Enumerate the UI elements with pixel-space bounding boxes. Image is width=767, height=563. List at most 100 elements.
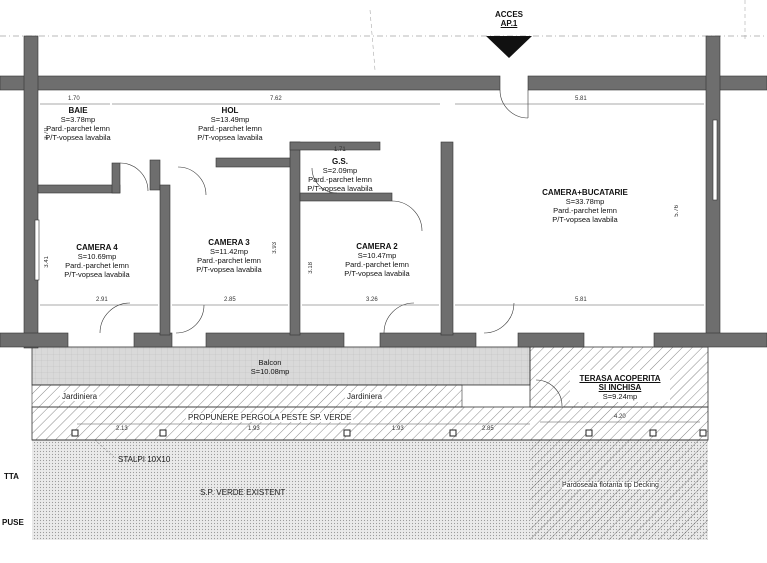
room-walls: P/T-vopsea lavabila xyxy=(552,215,618,224)
room-walls: P/T-vopsea lavabila xyxy=(45,133,111,142)
pergola-posts xyxy=(71,429,707,437)
entrance-title: ACCES xyxy=(494,10,523,19)
room-walls: P/T-vopsea lavabila xyxy=(64,270,130,279)
wall-bottom xyxy=(205,332,345,348)
room-camera-4: CAMERA 4 S=10.69mp Pard.-parchet lemn P/… xyxy=(52,243,142,279)
dim-bottom-4: 2.85 xyxy=(482,426,494,432)
pergola-label: PROPUNERE PERGOLA PESTE SP. VERDE xyxy=(186,413,354,422)
wall-baie-bottom xyxy=(37,184,121,194)
dim-cam4-width: 2.91 xyxy=(96,297,108,303)
posts-label: STALPI 10X10 xyxy=(118,455,171,464)
pergola-band xyxy=(31,406,709,441)
room-name: CAMERA+BUCATARIE xyxy=(542,188,628,197)
balcony-name: Balcon xyxy=(258,358,282,367)
planter-label-left: Jardiniera xyxy=(60,392,100,401)
room-name: CAMERA 4 xyxy=(76,243,118,252)
post-marker xyxy=(699,429,707,437)
room-walls: P/T-vopsea lavabila xyxy=(197,133,263,142)
room-hol: HOL S=13.49mp Pard.-parchet lemn P/T-vop… xyxy=(180,106,280,142)
decking-area xyxy=(530,440,708,540)
room-walls: P/T-vopsea lavabila xyxy=(344,269,410,278)
room-area: S=3.78mp xyxy=(60,115,96,124)
room-floor: Pard.-parchet lemn xyxy=(198,124,262,133)
wall-cam4-cam3 xyxy=(159,184,171,336)
room-floor: Pard.-parchet lemn xyxy=(308,175,372,184)
room-baie: BAIE S=3.78mp Pard.-parchet lemn P/T-vop… xyxy=(44,106,112,142)
door-swing xyxy=(535,379,563,407)
walls xyxy=(0,35,767,349)
room-walls: P/T-vopsea lavabila xyxy=(196,265,262,274)
doors xyxy=(99,89,563,407)
balcony-label: Balcon S=10.08mp xyxy=(230,358,310,376)
room-camera-2: CAMERA 2 S=10.47mp Pard.-parchet lemn P/… xyxy=(332,242,422,278)
windows xyxy=(34,119,718,281)
post-marker xyxy=(449,429,457,437)
dim-hol-width: 7.62 xyxy=(270,96,282,102)
terrace-name-2: SI INCHISA xyxy=(598,383,642,392)
room-camera-3: CAMERA 3 S=11.42mp Pard.-parchet lemn P/… xyxy=(184,238,274,274)
door-swing xyxy=(311,167,338,194)
room-name: CAMERA 3 xyxy=(208,238,250,247)
room-name: HOL xyxy=(221,106,239,115)
dim-cam3-height: 3.93 xyxy=(272,242,278,254)
room-floor: Pard.-parchet lemn xyxy=(65,261,129,270)
dim-cam4-height: 3.41 xyxy=(44,256,50,268)
wall-bottom xyxy=(133,332,173,348)
edge-label-top: TTA xyxy=(4,472,19,481)
dim-terrace-width: 4.20 xyxy=(614,414,626,420)
entrance-code: AP.1 xyxy=(500,19,518,28)
wall-bottom xyxy=(379,332,477,348)
wall-hol xyxy=(149,159,161,191)
door-swing xyxy=(175,304,205,334)
room-area: S=13.49mp xyxy=(210,115,250,124)
post-marker xyxy=(71,429,79,437)
decking-label: Pardoseala flotanta tip Decking xyxy=(562,482,659,489)
dim-kitchen-width-2: 5.81 xyxy=(575,297,587,303)
green-space-label: S.P. VERDE EXISTENT xyxy=(200,488,286,497)
door-swing xyxy=(483,302,515,334)
balcony-area: S=10.08mp xyxy=(250,367,290,376)
room-area: S=10.69mp xyxy=(77,252,117,261)
door-swing xyxy=(177,166,207,196)
entrance-label: ACCES AP.1 xyxy=(486,10,532,28)
window xyxy=(34,219,40,281)
room-name: CAMERA 2 xyxy=(356,242,398,251)
dim-gs-width: 1.71 xyxy=(334,147,346,153)
dim-bottom-3: 1.93 xyxy=(392,426,404,432)
leader-line xyxy=(94,439,116,459)
terrace-area: S=9.24mp xyxy=(602,392,638,401)
room-floor: Pard.-parchet lemn xyxy=(553,206,617,215)
wall-hol-bottom xyxy=(215,157,297,168)
planter-label-right: Jardiniera xyxy=(345,392,385,401)
room-area: S=11.42mp xyxy=(209,247,248,256)
wall-cam2-kitchen xyxy=(440,141,454,336)
post-marker xyxy=(343,429,351,437)
window xyxy=(712,119,718,201)
wall-cam3-cam2 xyxy=(289,141,301,336)
dim-baie-width: 1.70 xyxy=(68,96,80,102)
door-swing xyxy=(119,162,149,192)
dim-bottom-2: 1.93 xyxy=(248,426,260,432)
dim-cam3-width: 2.85 xyxy=(224,297,236,303)
edge-label-bottom: PUSE xyxy=(2,518,24,527)
room-floor: Pard.-parchet lemn xyxy=(197,256,261,265)
door-swing xyxy=(99,302,131,334)
door-swing xyxy=(391,200,423,232)
room-name: G.S. xyxy=(331,157,348,166)
dim-baie-height: 2.70 xyxy=(44,128,50,140)
room-name: BAIE xyxy=(68,106,88,115)
wall-left xyxy=(23,35,39,349)
wall-bottom xyxy=(0,332,69,348)
planter-strip xyxy=(31,384,463,408)
room-area: S=2.09mp xyxy=(322,166,358,175)
post-marker xyxy=(159,429,167,437)
wall-top-right xyxy=(527,75,767,91)
wall-bottom xyxy=(653,332,767,348)
room-floor: Pard.-parchet lemn xyxy=(46,124,110,133)
post-marker xyxy=(649,429,657,437)
wall-bottom xyxy=(517,332,585,348)
door-swing xyxy=(499,89,529,119)
room-walls: P/T-vopsea lavabila xyxy=(307,184,373,193)
terrace-name-1: TERASA ACOPERITA xyxy=(579,374,661,383)
